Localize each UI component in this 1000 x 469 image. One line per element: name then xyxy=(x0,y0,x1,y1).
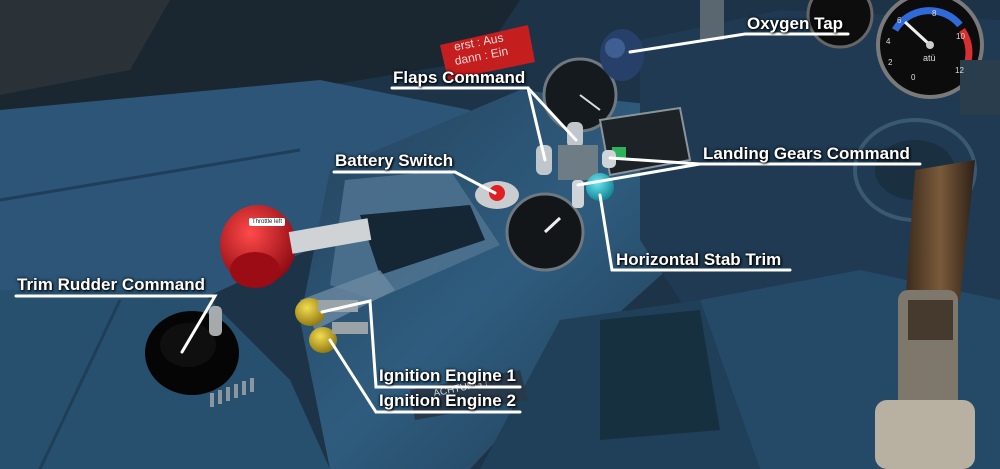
gauge-tick: 10 xyxy=(956,32,965,41)
gauge-tick: 0 xyxy=(911,73,916,82)
ignition-engine-1-label: Ignition Engine 1 xyxy=(379,366,516,385)
throttle-tooltip: Throttle left xyxy=(249,218,286,226)
battery-switch-label: Battery Switch xyxy=(335,151,454,170)
battery-switch-leader xyxy=(332,170,497,195)
horizontal-stab-trim-leader xyxy=(598,193,614,272)
flaps-command-leader-2 xyxy=(526,86,578,142)
gauge-tick: 12 xyxy=(955,66,964,75)
ignition-engine-2-leader xyxy=(328,338,522,414)
oxygen-tap-leader xyxy=(628,32,850,54)
trim-rudder-leader xyxy=(14,294,218,354)
horizontal-stab-trim-label: Horizontal Stab Trim xyxy=(616,250,782,269)
gauge-tick: 2 xyxy=(888,58,893,67)
landing-gears-leader xyxy=(576,162,922,187)
ignition-engine-1-leader xyxy=(320,299,522,389)
landing-gears-command-label: Landing Gears Command xyxy=(703,144,910,163)
flaps-command-label: Flaps Command xyxy=(393,68,526,87)
landing-gears-leader-2 xyxy=(608,156,702,166)
trim-rudder-command-label: Trim Rudder Command xyxy=(17,275,205,294)
oxygen-tap-label: Oxygen Tap xyxy=(747,14,844,33)
gauge-tick: 6 xyxy=(897,16,902,25)
ignition-engine-2-label: Ignition Engine 2 xyxy=(379,391,516,410)
flaps-command-leader xyxy=(390,86,547,162)
gauge-tick: 4 xyxy=(886,37,891,46)
gauge-unit-label: atü xyxy=(923,53,936,63)
gauge-tick: 8 xyxy=(932,9,937,18)
